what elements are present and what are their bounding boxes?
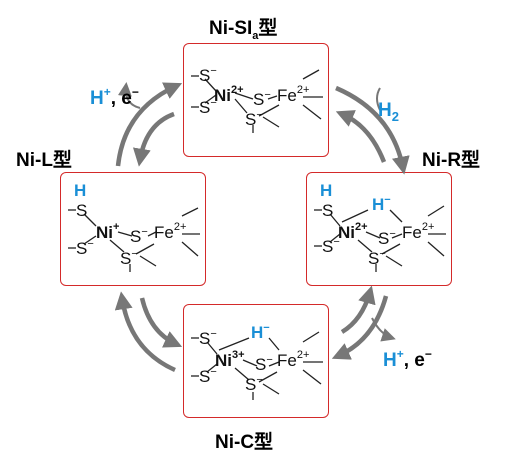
fe-center: Fe2+: [154, 221, 186, 242]
process-out-top: H+, e−: [90, 85, 139, 109]
process-out-bottom: H+, e−: [383, 347, 432, 371]
s-bridge: S−: [378, 228, 396, 248]
cycle-arrows: [114, 82, 410, 373]
h2-in-arrow: [376, 87, 381, 111]
s-ligand: S: [322, 201, 333, 220]
arrow-bottom-left-outer: [114, 291, 176, 373]
s-bridge: S−: [255, 354, 273, 374]
arrow-bottom-right-inner: [340, 285, 376, 334]
arrow-bottom-left-inner: [139, 297, 183, 348]
hydride: H−: [372, 194, 391, 214]
label-sub: a: [252, 29, 259, 42]
fe-center: Fe2+: [277, 84, 309, 105]
arrow-top-right-inner: [335, 110, 387, 163]
out-top-arrow: [117, 82, 141, 109]
s-ligand: S−: [199, 65, 217, 85]
state-box-left: [60, 172, 206, 286]
out-bottom-arrow: [371, 317, 396, 342]
arrow-bottom-right-outer: [331, 295, 389, 360]
s-ligand: S−: [199, 328, 217, 348]
s-bridge: S−: [120, 248, 138, 268]
molecule-ni-c: S− S− H− Ni3+ S− S− Fe2+: [191, 322, 323, 400]
arrow-top-right-outer: [335, 85, 410, 175]
h-on-s: H: [320, 181, 332, 200]
process-h2-in: H2: [378, 100, 399, 124]
s-ligand: S−: [76, 238, 94, 258]
molecule-ni-sia: S− S− Ni2+ S− S− Fe2+: [191, 65, 323, 133]
s-bridge: S−: [368, 248, 386, 268]
molecule-ni-r: H S S− H− Ni2+ S− S− Fe2+: [314, 181, 446, 272]
state-label-ni-l: Ni-L型: [16, 150, 72, 171]
s-ligand: S−: [199, 366, 217, 386]
s-ligand: S−: [199, 97, 217, 117]
fe-center: Fe2+: [402, 221, 434, 242]
arrow-top-left-inner: [132, 111, 175, 167]
molecule-ni-l: H S S− Ni+ S− S− Fe2+: [68, 181, 200, 272]
ni-center: Ni2+: [214, 84, 244, 105]
s-bridge: S−: [245, 374, 263, 394]
s-bridge: S−: [253, 89, 271, 109]
arrow-top-left-outer: [115, 82, 183, 167]
ni-center: Ni2+: [338, 221, 368, 242]
label-main: Ni-SI: [209, 18, 253, 39]
fe-center: Fe2+: [277, 349, 309, 370]
state-box-bottom: [183, 304, 329, 418]
state-label-ni-r: Ni-R型: [422, 150, 481, 171]
s-ligand: S: [76, 201, 87, 220]
s-ligand: S−: [322, 236, 340, 256]
h-on-s: H: [74, 181, 86, 200]
label-end: 型: [258, 18, 278, 39]
state-box-right: [306, 172, 452, 286]
s-bridge: S−: [130, 226, 148, 246]
side-arrows: [117, 82, 396, 342]
state-box-top: [183, 43, 329, 157]
ni-center: Ni3+: [215, 349, 245, 370]
state-label-ni-sia: Ni-SIa型: [209, 13, 277, 42]
state-label-ni-c: Ni-C型: [215, 432, 274, 453]
ni-center: Ni+: [96, 221, 119, 242]
s-bridge: S−: [245, 109, 263, 129]
hydride: H−: [251, 322, 270, 342]
